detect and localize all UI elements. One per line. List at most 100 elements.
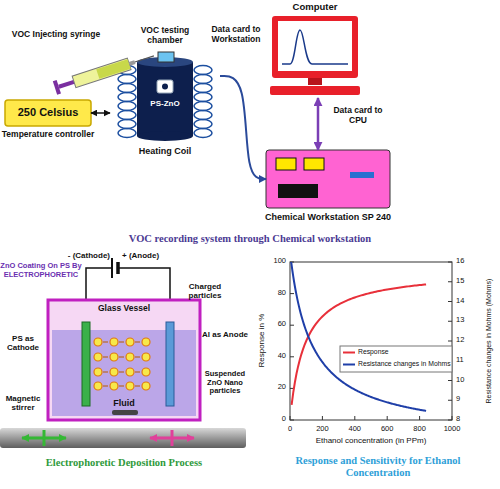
temperature-controller: 250 CelsiusTemperature controller [5, 100, 91, 126]
label: 600 [372, 425, 402, 434]
label: 0 [275, 425, 305, 434]
tick [448, 400, 452, 401]
particle [110, 382, 118, 390]
tick [322, 416, 323, 420]
node-text: Chemical Workstation SP 240 [238, 212, 418, 222]
particle [110, 338, 118, 346]
legend-samples [343, 353, 355, 365]
caption: Electrophoretic Deposition Process [0, 457, 248, 469]
drift-arrow [135, 357, 140, 358]
coil-loop [118, 102, 136, 111]
coil-loop [194, 84, 212, 93]
drift-arrow [135, 342, 140, 343]
label: 16 [456, 257, 478, 266]
curves [290, 262, 426, 411]
tick [448, 281, 452, 282]
legend-text: Response [358, 348, 451, 356]
axis-title: Response in % [257, 286, 266, 396]
coil-loop [118, 93, 136, 102]
deposition-figure [0, 258, 246, 448]
drift-arrow [119, 386, 124, 387]
tick [290, 420, 294, 421]
label: Suspended ZnO Nano particles [201, 370, 249, 396]
tick [290, 325, 294, 326]
syringe-needle [135, 56, 154, 62]
controller-box [5, 100, 91, 126]
coil-loop [118, 84, 136, 93]
node-text: VOC testing chamber [130, 26, 200, 46]
drift-arrow [119, 372, 124, 373]
zno-particles [94, 338, 150, 390]
stir-bar [112, 410, 138, 415]
label: 0 [260, 415, 286, 424]
rotation-arrow [171, 430, 174, 446]
screen-signal [282, 30, 348, 64]
tick [290, 293, 294, 294]
particle [94, 338, 102, 346]
tick [448, 262, 452, 263]
tick [448, 341, 452, 342]
particle [142, 368, 150, 376]
label: PS as Cathode [0, 334, 46, 352]
sensor-dot [162, 84, 168, 90]
computer: Computer [262, 2, 368, 98]
test-chamber: VOC testing chamberPS-ZnOHeating Coil [110, 26, 220, 160]
tick [448, 321, 452, 322]
syringe-barrel [72, 58, 131, 87]
plunger-rod [58, 80, 74, 89]
drift-arrow [119, 342, 124, 343]
chart [290, 252, 452, 420]
display-window [276, 158, 296, 170]
connector [91, 112, 110, 114]
node-text: 250 Celsius [5, 106, 91, 119]
drift-arrow [119, 357, 124, 358]
particle [110, 353, 118, 361]
tick [290, 416, 291, 420]
label: Magnetic stirrer [0, 394, 46, 412]
drift-arrow [103, 386, 108, 387]
workstation-figure [266, 150, 390, 208]
connector [317, 98, 320, 150]
coil-loop [194, 75, 212, 84]
node-text: Computer [262, 2, 368, 13]
magnetic-stirrer [0, 428, 246, 448]
panel-button [350, 172, 374, 178]
coil-loop [118, 129, 136, 138]
syringe-liquid [96, 59, 130, 79]
label: 200 [307, 425, 337, 434]
heating-coil [118, 66, 212, 138]
label: 60 [260, 320, 286, 329]
tick [354, 416, 355, 420]
label: 40 [260, 352, 286, 361]
particle [126, 338, 134, 346]
caption: VOC recording system through Chemical wo… [0, 233, 500, 245]
node-text: Fluid [94, 398, 154, 408]
label: 12 [456, 336, 478, 345]
chamber-body [137, 62, 193, 136]
computer-figure [270, 16, 360, 95]
tick [419, 416, 420, 420]
panel-slot [278, 184, 318, 198]
connector [220, 76, 266, 179]
particle [126, 382, 134, 390]
drift-arrow [135, 386, 140, 387]
syringe [53, 49, 156, 94]
label: VOC Injecting syringe [10, 30, 102, 40]
drift-arrow [103, 372, 108, 373]
label: 13 [456, 316, 478, 325]
particle [126, 353, 134, 361]
particle [142, 338, 150, 346]
display-window [304, 158, 324, 170]
monitor-stand [308, 78, 322, 85]
node-text: PS-ZnO [140, 99, 190, 108]
coil-loop [194, 93, 212, 102]
particle [94, 368, 102, 376]
coil-loop [194, 102, 212, 111]
coil-loop [194, 111, 212, 120]
glass-vessel: Glass VesselFluid [48, 300, 200, 420]
drift-arrow [103, 357, 108, 358]
keyboard [270, 86, 360, 95]
